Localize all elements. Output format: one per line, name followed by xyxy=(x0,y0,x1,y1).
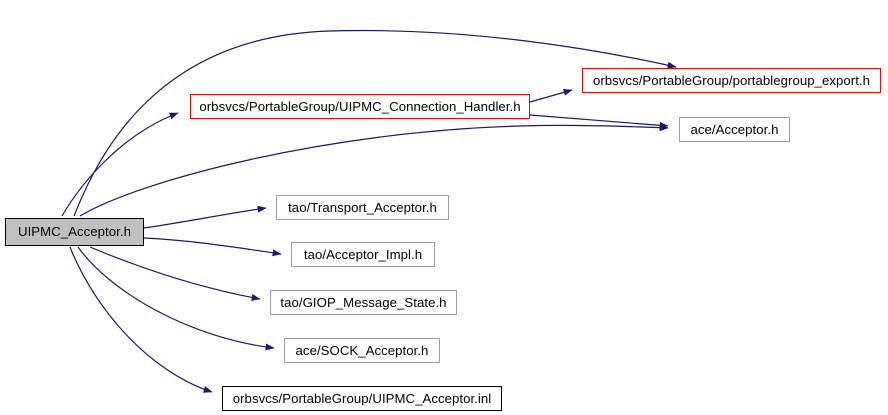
graph-node-ace_acceptor[interactable]: ace/Acceptor.h xyxy=(679,117,790,142)
graph-edge-root-to-sock_acceptor xyxy=(77,246,275,351)
graph-node-label: tao/Transport_Acceptor.h xyxy=(288,199,437,215)
graph-node-uipmc_acceptor_inl[interactable]: orbsvcs/PortableGroup/UIPMC_Acceptor.inl xyxy=(222,386,502,411)
graph-edge-conn_handler-to-ace_acceptor xyxy=(529,114,669,129)
graph-node-sock_acceptor[interactable]: ace/SOCK_Acceptor.h xyxy=(284,338,440,363)
graph-node-label: tao/GIOP_Message_State.h xyxy=(280,294,447,310)
graph-node-label: ace/Acceptor.h xyxy=(690,121,779,137)
graph-edge-root-to-ace_acceptor xyxy=(79,124,669,217)
graph-node-label: tao/Acceptor_Impl.h xyxy=(303,246,423,262)
graph-node-label: UIPMC_Acceptor.h xyxy=(18,224,131,240)
graph-node-conn_handler[interactable]: orbsvcs/PortableGroup/UIPMC_Connection_H… xyxy=(190,94,530,119)
graph-edge-root-to-pg_export xyxy=(73,29,677,217)
graph-node-label: orbsvcs/PortableGroup/UIPMC_Acceptor.inl xyxy=(232,390,492,406)
graph-edge-root-to-conn_handler xyxy=(61,112,179,217)
graph-edge-root-to-transport_acceptor xyxy=(143,205,267,229)
graph-node-giop_message_state[interactable]: tao/GIOP_Message_State.h xyxy=(270,290,457,315)
graph-edge-root-to-acceptor_impl xyxy=(143,237,282,257)
graph-edge-root-to-giop_message_state xyxy=(89,246,261,301)
graph-node-pg_export[interactable]: orbsvcs/PortableGroup/portablegroup_expo… xyxy=(582,68,881,93)
graph-edge-root-to-uipmc_acceptor_inl xyxy=(69,246,213,393)
graph-edge-conn_handler-to-pg_export xyxy=(529,88,573,103)
graph-node-label: orbsvcs/PortableGroup/portablegroup_expo… xyxy=(592,72,871,88)
graph-node-root[interactable]: UIPMC_Acceptor.h xyxy=(5,218,144,246)
graph-node-label: ace/SOCK_Acceptor.h xyxy=(295,342,429,358)
graph-node-acceptor_impl[interactable]: tao/Acceptor_Impl.h xyxy=(291,242,435,267)
graph-node-transport_acceptor[interactable]: tao/Transport_Acceptor.h xyxy=(276,195,449,220)
graph-node-label: orbsvcs/PortableGroup/UIPMC_Connection_H… xyxy=(199,98,521,114)
